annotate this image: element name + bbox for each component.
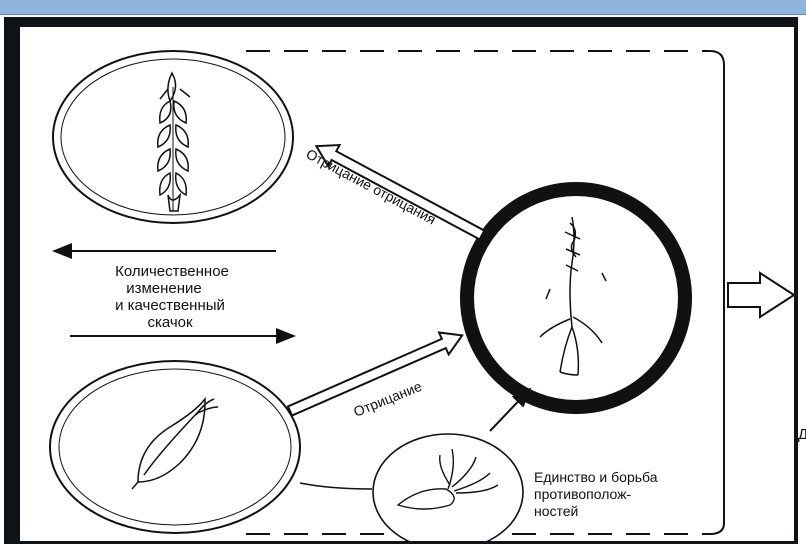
young-plant-circle — [467, 189, 685, 407]
sprouting-seed-ellipse — [373, 434, 523, 541]
unity-arrow — [490, 389, 530, 431]
svg-text:и качественный: и качественный — [115, 297, 225, 314]
svg-text:ностей: ностей — [534, 503, 578, 519]
svg-text:противополож-: противополож- — [534, 486, 632, 502]
output-arrow — [728, 273, 794, 317]
negation-of-negation-label: Отрицание отрицания — [304, 146, 439, 228]
wheat-ear-ellipse — [53, 51, 293, 223]
svg-text:скачок: скачок — [147, 314, 193, 331]
svg-text:Количественное: Количественное — [115, 263, 229, 280]
diagram-canvas: Отрицание отрицания Отрицание Количестве… — [20, 27, 794, 541]
negation-of-negation-arrow — [311, 136, 488, 246]
seed-ellipse — [50, 361, 300, 533]
dialectics-diagram: Отрицание отрицания Отрицание Количестве… — [20, 27, 794, 541]
svg-text:Единство и борьба: Единство и борьба — [534, 469, 658, 485]
top-header-bar — [0, 0, 806, 15]
connector-line — [300, 483, 372, 489]
unity-label: Единство и борьба противополож- ностей — [534, 469, 658, 519]
stray-character: Д — [798, 426, 806, 443]
quant-change-label: Количественное изменение и качественный … — [115, 263, 229, 331]
svg-text:изменение: изменение — [126, 280, 202, 297]
